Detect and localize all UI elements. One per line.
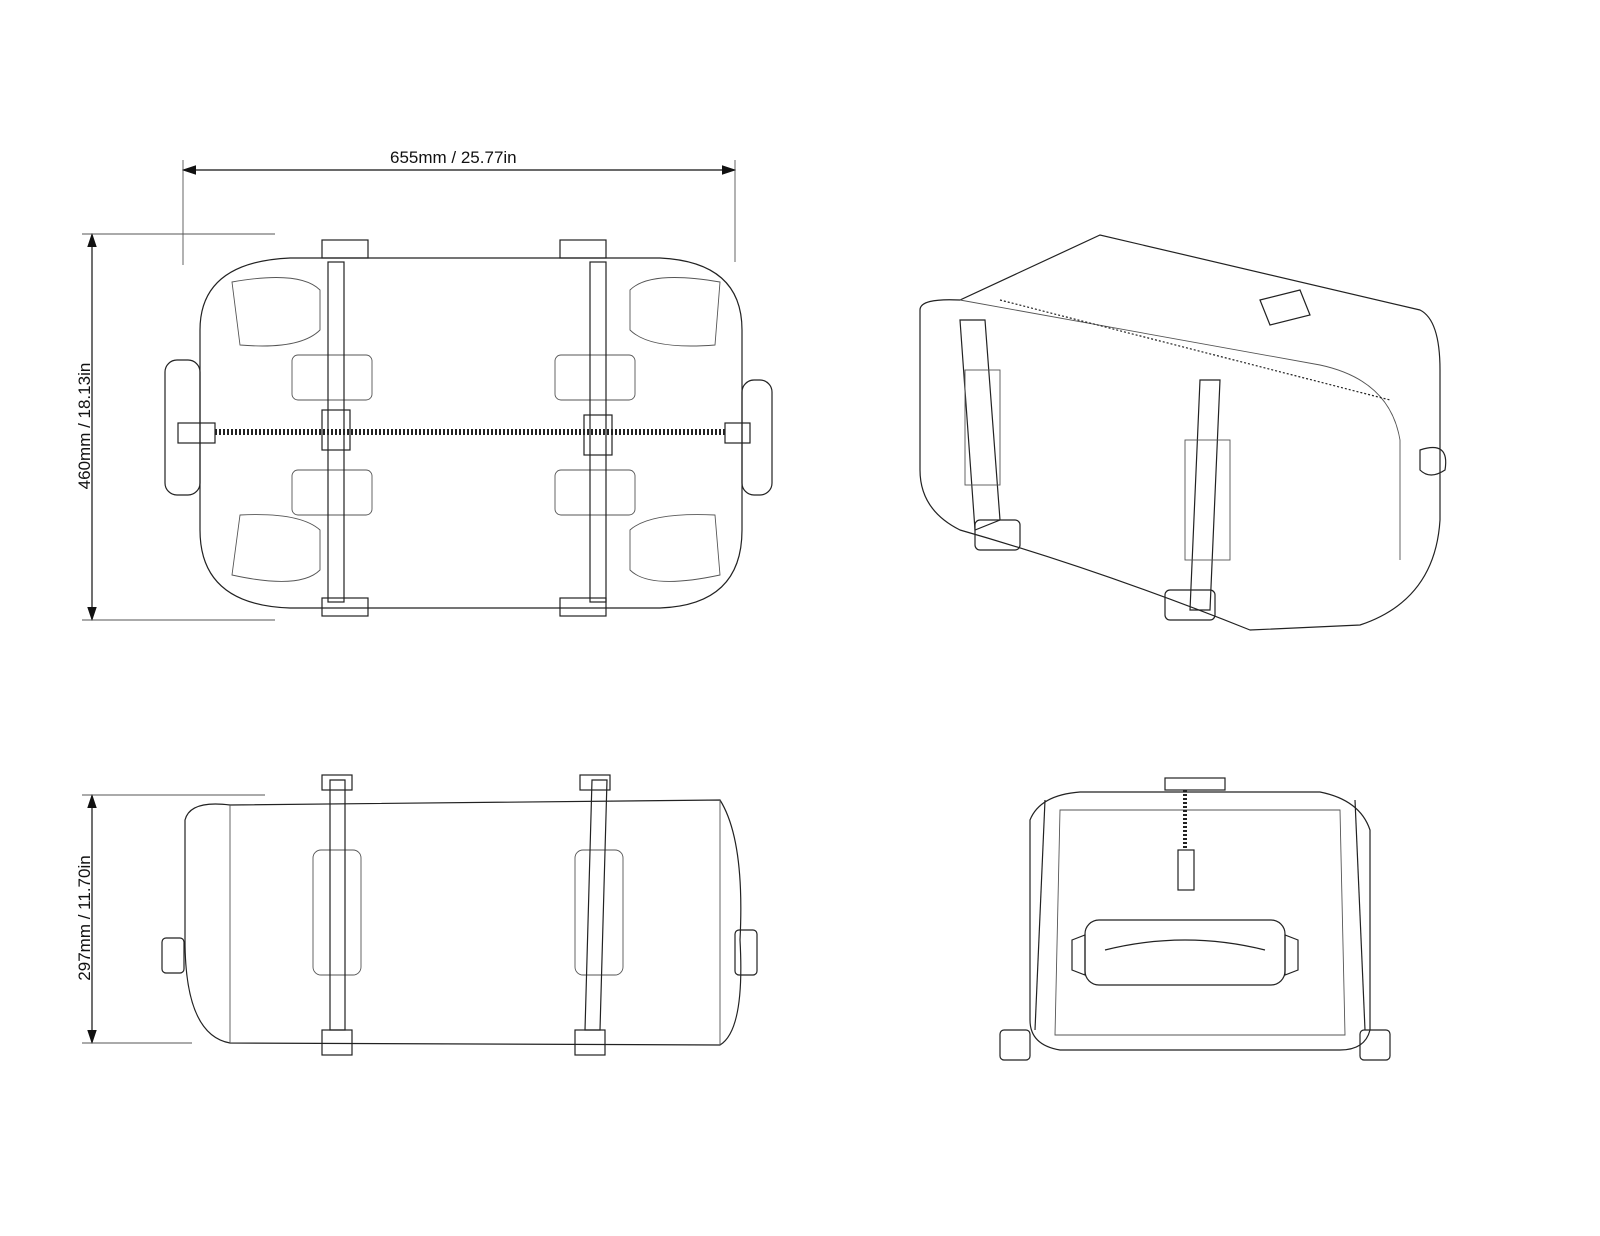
height-label: 297mm / 11.70in xyxy=(75,855,94,981)
depth-dimension xyxy=(82,232,275,622)
depth-label: 460mm / 18.13in xyxy=(75,362,94,490)
end-view xyxy=(999,777,1391,1061)
isometric-view xyxy=(919,234,1447,631)
height-dimension xyxy=(82,793,265,1045)
width-label: 655mm / 25.77in xyxy=(390,148,517,167)
width-dimension xyxy=(181,160,737,265)
side-view xyxy=(161,774,758,1056)
top-view xyxy=(164,239,773,617)
